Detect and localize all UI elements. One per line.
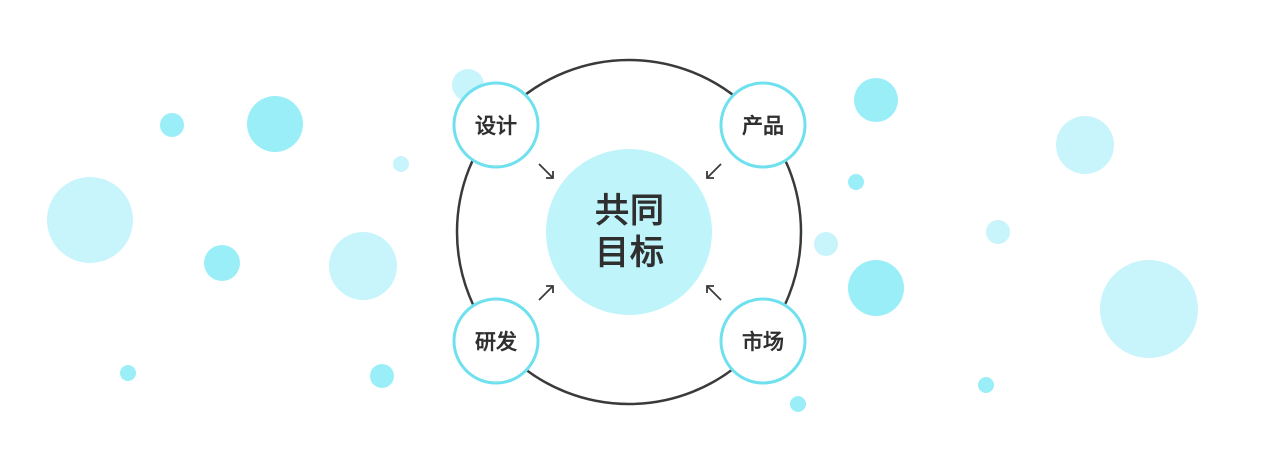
node-product-circle	[719, 81, 807, 169]
decorative-bubble	[370, 364, 394, 388]
outer-ring	[455, 58, 803, 406]
center-goal-label: 共同 目标	[560, 190, 700, 274]
decorative-bubble	[204, 245, 240, 281]
decorative-bubble	[1056, 116, 1114, 174]
decorative-bubble	[247, 96, 303, 152]
decorative-bubble	[814, 232, 838, 256]
decorative-bubble	[120, 365, 136, 381]
decorative-bubble	[848, 174, 864, 190]
arrow-design-to-center	[538, 163, 554, 179]
node-design-circle	[452, 81, 540, 169]
arrow-rd-to-center	[538, 285, 554, 301]
node-product-label: 产品	[742, 114, 784, 138]
node-rd-circle	[452, 297, 540, 385]
center-goal-line2: 目标	[595, 233, 665, 273]
decorative-bubble	[1100, 260, 1198, 358]
decorative-bubble	[160, 113, 184, 137]
decorative-bubble	[47, 177, 133, 263]
node-market-circle	[719, 297, 807, 385]
decorative-bubble	[393, 156, 409, 172]
center-goal-circle	[546, 149, 712, 315]
decorative-bubble	[790, 396, 806, 412]
arrow-market-to-center	[706, 285, 722, 301]
decorative-bubble	[329, 232, 397, 300]
node-market-label: 市场	[742, 330, 784, 354]
decorative-bubble	[986, 220, 1010, 244]
decorative-bubble	[978, 377, 994, 393]
arrow-product-to-center	[706, 163, 722, 179]
center-goal-line1: 共同	[595, 191, 665, 231]
node-design-label: 设计	[475, 114, 517, 138]
decorative-bubble	[848, 260, 904, 316]
decorative-bubble	[854, 78, 898, 122]
node-rd-label: 研发	[475, 330, 517, 354]
